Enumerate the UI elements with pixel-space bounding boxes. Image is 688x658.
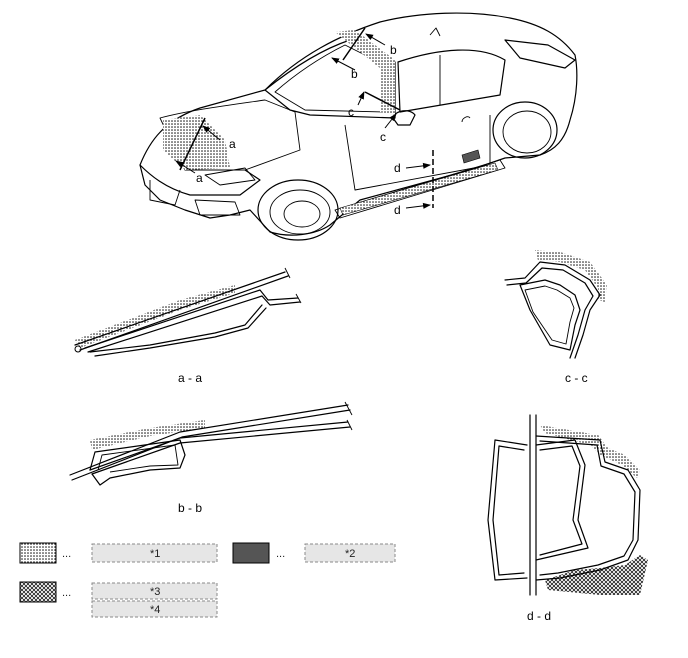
marker-a-lower: a [196,171,203,185]
legend-box-4 [91,600,218,618]
marker-c-left: c [348,105,354,119]
section-markers: a a b b c c d d [175,27,434,217]
legend-item-1: *1 [150,548,160,560]
legend-item-4: *4 [150,604,160,616]
legend-dots-2: ... [276,548,285,560]
legend-dots-3: ... [62,587,71,599]
section-label-c-c: c - c [565,371,588,385]
legend-swatch-dots [19,542,57,564]
section-d-d: d - d [487,414,648,623]
section-b-b: b - b [69,401,353,515]
marker-a-upper: a [229,137,236,151]
legend-swatch-dark [232,542,270,564]
marker-b-lower: b [351,67,358,81]
section-label-d-d: d - d [527,609,551,623]
legend-box-1 [91,543,218,563]
legend-swatch-cross [19,581,57,603]
marker-d-lower: d [394,203,401,217]
section-label-a-a: a - a [178,371,202,385]
legend-item-3: *3 [150,586,160,598]
marker-d-upper: d [394,161,401,175]
section-c-c: c - c [504,250,607,385]
legend-item-2: *2 [345,548,355,560]
legend-dots-1: ... [62,548,71,560]
legend: ... *1 ... *2 ... *3 *4 [19,542,396,618]
section-a-a: a - a [74,267,302,385]
section-label-b-b: b - b [178,501,202,515]
legend-box-3 [91,582,218,600]
marker-c-right: c [380,130,386,144]
marker-b-upper: b [390,43,397,57]
car-illustration [139,12,578,241]
legend-box-2 [304,543,396,563]
